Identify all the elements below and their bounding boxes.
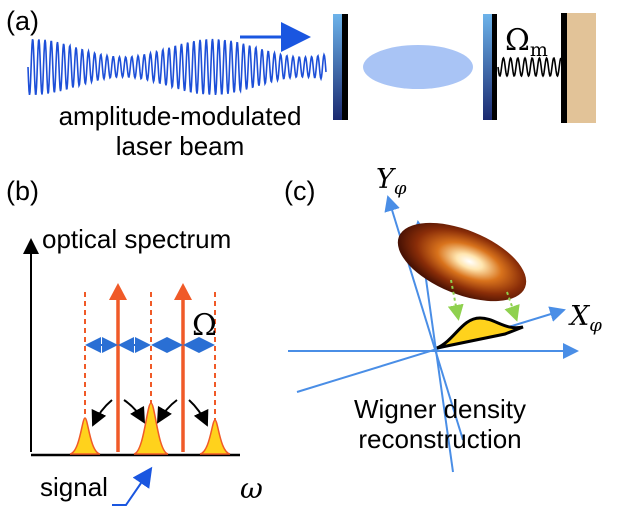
lens-ellipse (363, 45, 473, 89)
carrier-line-1 (109, 283, 127, 452)
panel-c-caption-line1: Wigner density (354, 394, 526, 424)
panel-b: (b) optical spectrum Ω (6, 176, 263, 506)
panel-c-caption-line2: reconstruction (358, 424, 521, 454)
input-mirror (333, 14, 348, 120)
signal-pointer (112, 466, 153, 506)
scattering-arrows (91, 399, 209, 427)
panel-c: (c) Yφ Xφ Wigner density reconstruction (284, 164, 602, 473)
panel-a-label: (a) (6, 6, 39, 36)
rotated-x-axis (296, 306, 566, 393)
signal-peak-2 (133, 402, 169, 455)
mechanical-spring (497, 56, 562, 78)
panel-c-label: (c) (284, 176, 315, 206)
signal-peak-3 (199, 419, 231, 455)
sideband-dashed-lines (84, 292, 216, 440)
modulated-laser-wave (27, 38, 327, 96)
panel-a-caption-line2: laser beam (116, 131, 245, 161)
y-phi-label: Yφ (376, 164, 407, 199)
wigner-ellipse (397, 222, 527, 302)
omega-m-symbol: Ωm (505, 23, 548, 61)
projection-arrows (447, 279, 520, 322)
marginal-distribution (436, 316, 524, 350)
carrier-line-2 (174, 283, 192, 452)
mechanical-mirror (483, 14, 497, 120)
signal-label: signal (40, 472, 108, 502)
signal-peak-1 (69, 417, 101, 455)
x-phi-label: Xφ (568, 301, 602, 336)
panel-a-caption-line1: amplitude-modulated (59, 101, 302, 131)
fixed-wall (561, 13, 596, 123)
spectrum-axis-label: optical spectrum (42, 224, 231, 254)
spacing-omega-label: Ω (192, 308, 217, 343)
panel-a: (a) Ωm amplitude-modulated laser beam (6, 6, 596, 161)
frequency-axis-symbol: ω (240, 472, 263, 505)
panel-b-label: (b) (6, 176, 39, 206)
